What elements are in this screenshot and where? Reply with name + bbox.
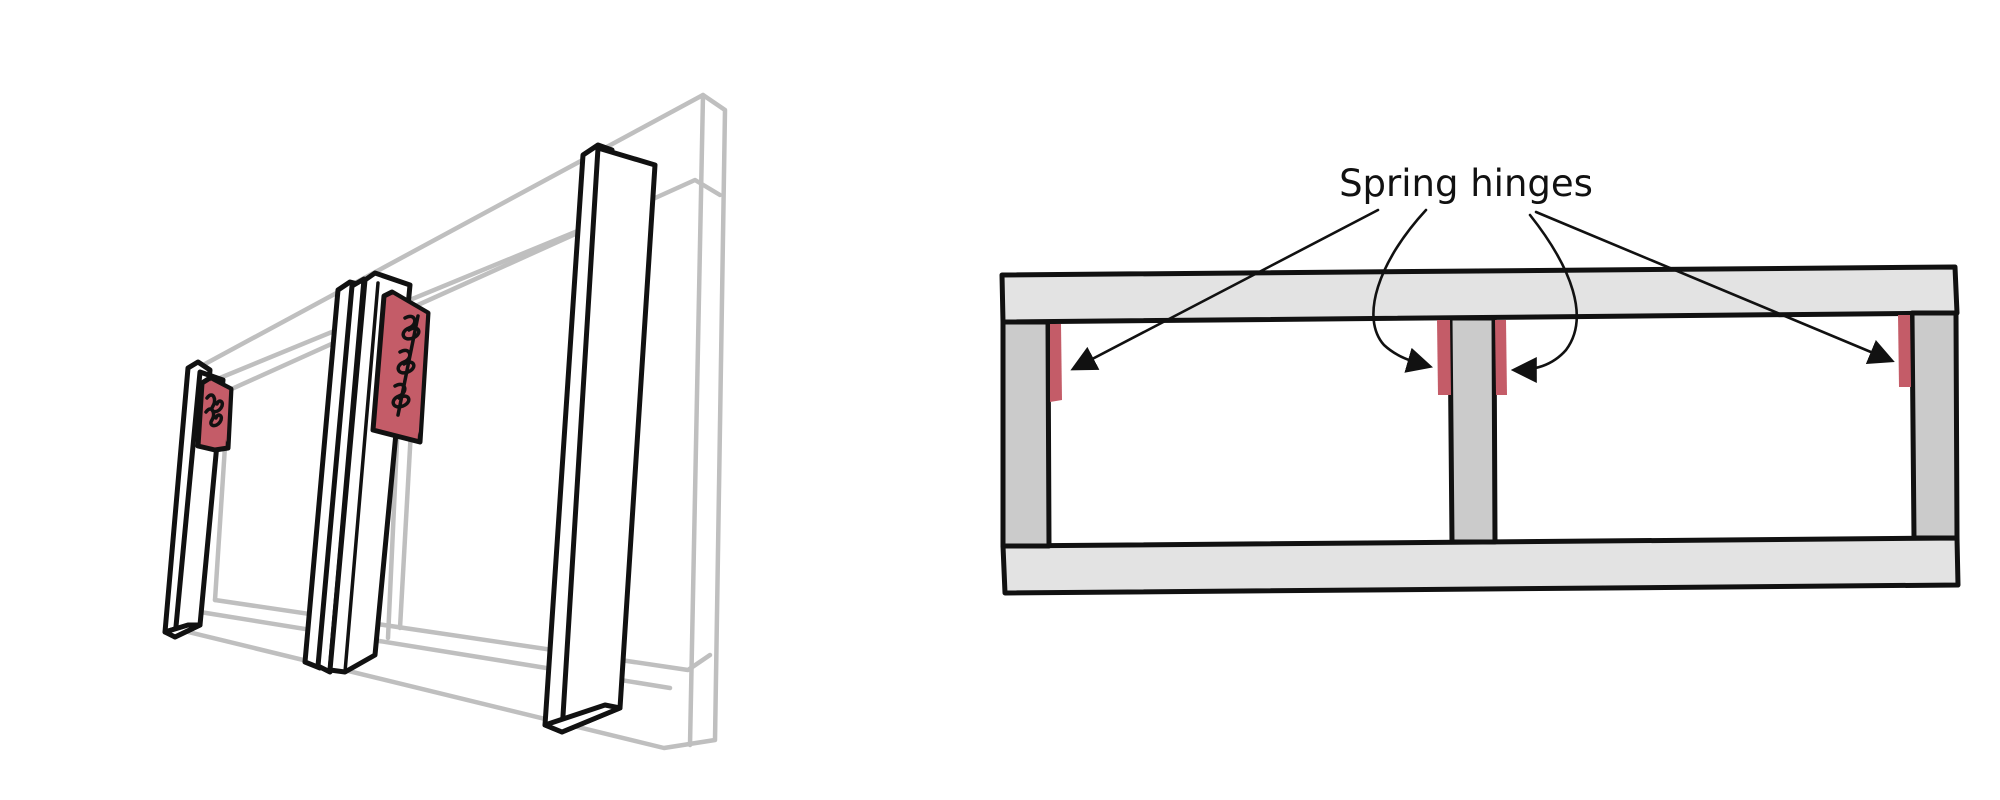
post-center bbox=[1447, 315, 1498, 545]
hinge-2 bbox=[1437, 320, 1451, 395]
annotation-label: Spring hinges bbox=[1339, 162, 1593, 205]
hinge-1 bbox=[1050, 324, 1062, 402]
annotation-arrows bbox=[1070, 208, 1895, 383]
door-right bbox=[542, 142, 658, 735]
hinge-left bbox=[195, 375, 234, 453]
front-view: Spring hinges bbox=[999, 162, 1961, 596]
spring-coil-icon bbox=[204, 393, 225, 428]
hinge-middle bbox=[370, 289, 431, 445]
perspective-view bbox=[162, 92, 728, 751]
hinge-3 bbox=[1495, 320, 1507, 395]
door-middle bbox=[302, 270, 413, 675]
post-right bbox=[1909, 310, 1960, 541]
bottom-rail bbox=[1000, 535, 1961, 596]
post-left bbox=[1000, 319, 1052, 549]
hinge-4 bbox=[1898, 315, 1911, 387]
top-rail bbox=[999, 264, 1960, 325]
